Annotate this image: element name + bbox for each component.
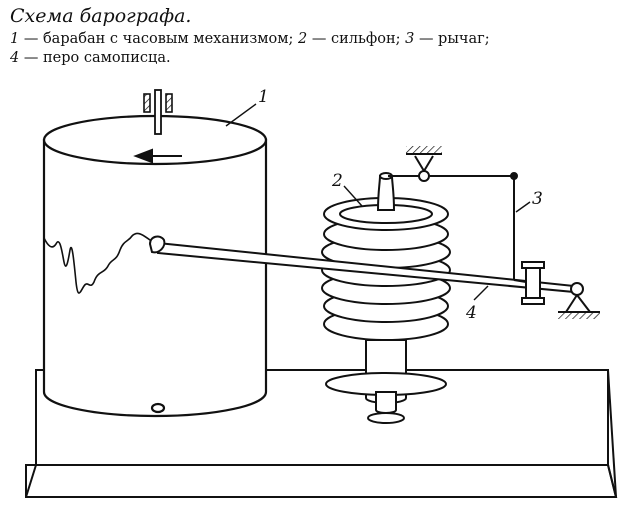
caption: Схема барографа. 1 — барабан с часовым м… (10, 4, 620, 68)
legend-num-2: 2 (298, 31, 308, 47)
bellows (321, 172, 451, 424)
legend-line-1: 1 — барабан с часовым механизмом; 2 — си… (10, 30, 620, 49)
lever (388, 146, 518, 280)
label-drum: 1 (258, 87, 269, 107)
legend: 1 — барабан с часовым механизмом; 2 — си… (10, 30, 620, 68)
figure-title: Схема барографа. (10, 5, 192, 27)
label-lever: 3 (532, 189, 543, 209)
label-pen: 4 (465, 303, 477, 323)
label-bellows: 2 (331, 171, 343, 191)
legend-text-pen: — перо самописца. (19, 50, 171, 66)
rotation-arrow-icon (133, 148, 182, 164)
pen-pivot (558, 282, 600, 319)
leader-lines (225, 103, 531, 301)
legend-num-3: 3 (405, 31, 415, 47)
drum (42, 114, 268, 418)
legend-text-drum: — барабан с часовым механизмом; (19, 31, 299, 47)
legend-text-bellows: — сильфон; (307, 31, 406, 47)
legend-num-4: 4 (10, 50, 20, 66)
pressure-trace (43, 232, 159, 294)
legend-num-1: 1 (10, 31, 20, 47)
legend-line-2: 4 — перо самописца. (10, 49, 620, 68)
legend-text-lever: — рычаг; (414, 31, 490, 47)
drum-axle (143, 89, 173, 135)
